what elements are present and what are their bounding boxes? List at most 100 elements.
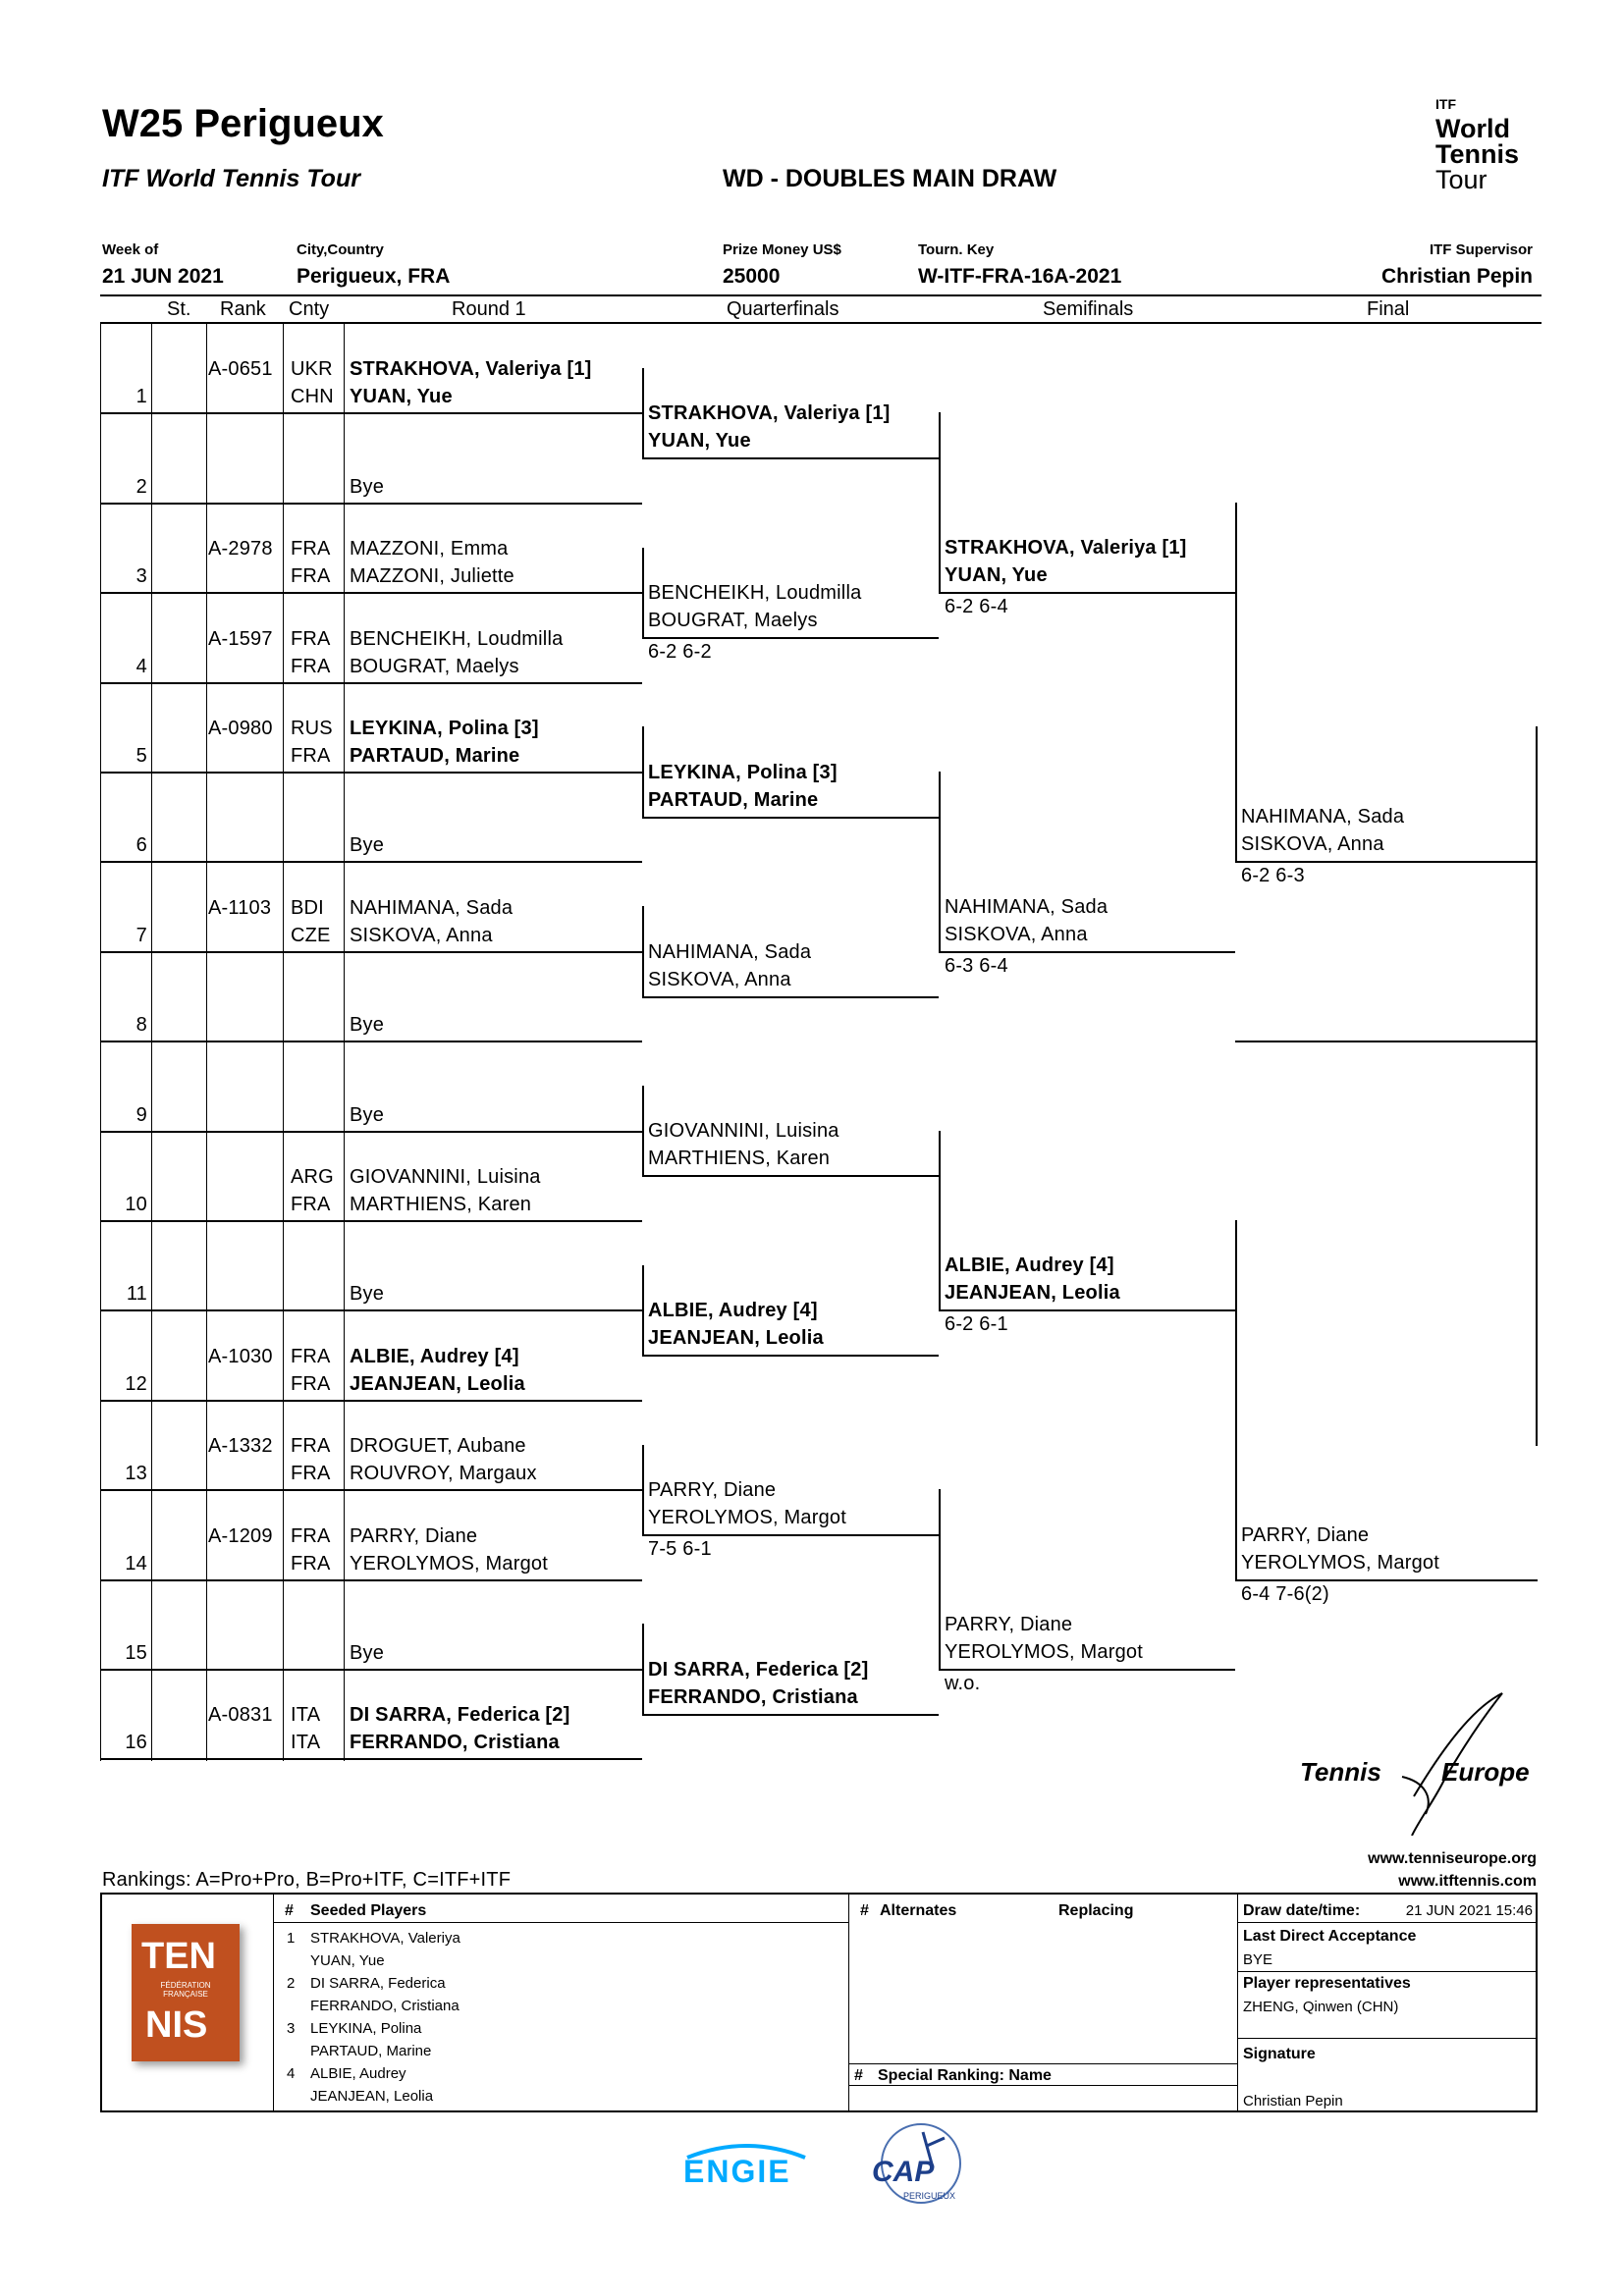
semifinals-player-2[interactable]: YUAN, Yue	[945, 564, 1048, 587]
r1-player-2[interactable]: Bye	[350, 1642, 385, 1664]
logo-tour-text: Tour	[1435, 165, 1488, 194]
r1-player-2[interactable]: Bye	[350, 834, 385, 857]
quarterfinals-player-1[interactable]: PARRY, Diane	[648, 1478, 777, 1501]
final-player-2[interactable]: SISKOVA, Anna	[1241, 833, 1384, 856]
draw-position: 13	[125, 1463, 147, 1485]
tenniseurope-url[interactable]: www.tenniseurope.org	[1368, 1850, 1537, 1867]
r1-player-2[interactable]: JEANJEAN, Leolia	[350, 1372, 525, 1395]
seed-player-2: JEANJEAN, Leolia	[310, 2088, 434, 2105]
quarterfinals-connector	[642, 367, 644, 460]
seed-player-2: PARTAUD, Marine	[310, 2043, 432, 2059]
r1-player-2[interactable]: SISKOVA, Anna	[350, 924, 493, 946]
r1-player-1[interactable]: PARRY, Diane	[350, 1524, 478, 1547]
quarterfinals-player-2[interactable]: MARTHIENS, Karen	[648, 1148, 831, 1170]
special-ranking-rule-bottom	[848, 2085, 1237, 2086]
tourn-key-value: W-ITF-FRA-16A-2021	[918, 265, 1122, 288]
draw-position: 8	[135, 1014, 147, 1037]
r1-player-1[interactable]: ALBIE, Audrey [4]	[350, 1345, 519, 1367]
r1-slot-line	[100, 1399, 642, 1402]
semifinals-player-2[interactable]: SISKOVA, Anna	[945, 923, 1088, 945]
tourn-key-label: Tourn. Key	[918, 241, 995, 258]
final-player-2[interactable]: YEROLYMOS, Margot	[1241, 1551, 1439, 1574]
r1-slot-line	[100, 1758, 642, 1761]
footer-divider-3	[1237, 1893, 1238, 2112]
quarterfinals-player-1[interactable]: NAHIMANA, Sada	[648, 940, 812, 963]
country: CZE	[291, 924, 331, 946]
seed-player-1: ALBIE, Audrey	[310, 2065, 406, 2082]
quarterfinals-player-2[interactable]: YUAN, Yue	[648, 430, 751, 453]
signature-label: Signature	[1243, 2046, 1316, 2062]
footer-box	[100, 1893, 1538, 2112]
table-column-line	[151, 324, 152, 1762]
semifinals-player-2[interactable]: YEROLYMOS, Margot	[945, 1641, 1143, 1663]
r1-slot-line	[100, 502, 642, 505]
quarterfinals-player-1[interactable]: DI SARRA, Federica [2]	[648, 1658, 869, 1681]
r1-player-1[interactable]: GIOVANNINI, Luisina	[350, 1166, 541, 1188]
tournament-title: W25 Perigueux	[102, 102, 384, 145]
country: FRA	[291, 1345, 331, 1367]
quarterfinals-player-1[interactable]: BENCHEIKH, Loudmilla	[648, 581, 862, 604]
quarterfinals-player-2[interactable]: FERRANDO, Cristiana	[648, 1685, 858, 1708]
quarterfinals-player-1[interactable]: ALBIE, Audrey [4]	[648, 1300, 818, 1322]
tennis-europe-swoosh-icon	[1401, 1692, 1503, 1836]
r1-player-1[interactable]: BENCHEIKH, Loudmilla	[350, 627, 564, 650]
prize-value: 25000	[723, 265, 781, 288]
r1-player-2[interactable]: ROUVROY, Margaux	[350, 1463, 537, 1485]
draw-position: 12	[125, 1372, 147, 1395]
special-ranking-rule-top	[848, 2063, 1237, 2064]
quarterfinals-connector	[642, 1264, 644, 1358]
semifinals-player-1[interactable]: ALBIE, Audrey [4]	[945, 1255, 1114, 1277]
r1-player-1[interactable]: STRAKHOVA, Valeriya [1]	[350, 358, 592, 381]
quarterfinals-player-1[interactable]: STRAKHOVA, Valeriya [1]	[648, 402, 891, 425]
final-connector	[1235, 502, 1237, 864]
r1-player-2[interactable]: MARTHIENS, Karen	[350, 1194, 532, 1215]
quarterfinals-slot-line	[642, 1533, 939, 1536]
r1-player-2[interactable]: Bye	[350, 1014, 385, 1037]
r1-player-1[interactable]: DROGUET, Aubane	[350, 1435, 526, 1458]
rankings-note: Rankings: A=Pro+Pro, B=Pro+ITF, C=ITF+IT…	[102, 1869, 512, 1891]
semifinals-player-1[interactable]: NAHIMANA, Sada	[945, 895, 1109, 918]
final-player-1[interactable]: PARRY, Diane	[1241, 1523, 1370, 1546]
final-slot-line	[1235, 861, 1538, 864]
country: FRA	[291, 1435, 331, 1458]
quarterfinals-player-2[interactable]: SISKOVA, Anna	[648, 968, 791, 990]
r1-player-2[interactable]: Bye	[350, 1103, 385, 1126]
tennis-europe-europe: Europe	[1441, 1757, 1530, 1787]
quarterfinals-player-2[interactable]: PARTAUD, Marine	[648, 788, 819, 811]
rep-label: Player representatives	[1243, 1975, 1411, 1992]
fft-logo-ten: TEN	[141, 1936, 216, 1977]
draw-position: 9	[135, 1103, 147, 1126]
semifinals-player-2[interactable]: JEANJEAN, Leolia	[945, 1282, 1120, 1305]
quarterfinals-player-2[interactable]: JEANJEAN, Leolia	[648, 1327, 824, 1350]
r1-player-2[interactable]: FERRANDO, Cristiana	[350, 1732, 560, 1754]
footer-divider-2	[848, 1893, 849, 2112]
semifinals-connector	[939, 412, 941, 595]
quarterfinals-player-1[interactable]: GIOVANNINI, Luisina	[648, 1120, 839, 1143]
quarterfinals-player-2[interactable]: YEROLYMOS, Margot	[648, 1506, 846, 1528]
r1-player-1[interactable]: NAHIMANA, Sada	[350, 896, 514, 919]
r1-player-2[interactable]: BOUGRAT, Maelys	[350, 655, 519, 677]
r1-player-2[interactable]: PARTAUD, Marine	[350, 745, 520, 767]
engie-text: ENGIE	[683, 2154, 791, 2189]
quarterfinals-connector	[642, 1085, 644, 1178]
r1-player-2[interactable]: YEROLYMOS, Margot	[350, 1552, 548, 1575]
r1-slot-line	[100, 1578, 642, 1581]
r1-player-1[interactable]: MAZZONI, Emma	[350, 538, 509, 561]
r1-player-2[interactable]: Bye	[350, 475, 385, 498]
semifinals-score: 6-2 6-4	[945, 596, 1008, 618]
final-player-1[interactable]: NAHIMANA, Sada	[1241, 806, 1405, 828]
semifinals-player-1[interactable]: PARRY, Diane	[945, 1614, 1073, 1635]
engie-arc-icon	[686, 2144, 806, 2160]
itftennis-url[interactable]: www.itftennis.com	[1398, 1873, 1537, 1890]
quarterfinals-player-2[interactable]: BOUGRAT, Maelys	[648, 609, 818, 631]
draw-date-label: Draw date/time:	[1243, 1902, 1361, 1919]
r1-player-2[interactable]: Bye	[350, 1283, 385, 1306]
r1-player-1[interactable]: DI SARRA, Federica [2]	[350, 1704, 570, 1727]
semifinals-player-1[interactable]: STRAKHOVA, Valeriya [1]	[945, 537, 1187, 560]
r1-player-1[interactable]: LEYKINA, Polina [3]	[350, 718, 539, 739]
seed-number: 1	[287, 1930, 296, 1947]
quarterfinals-player-1[interactable]: LEYKINA, Polina [3]	[648, 761, 838, 783]
r1-player-2[interactable]: YUAN, Yue	[350, 386, 453, 408]
r1-player-2[interactable]: MAZZONI, Juliette	[350, 565, 514, 588]
quarterfinals-connector	[642, 1444, 644, 1536]
